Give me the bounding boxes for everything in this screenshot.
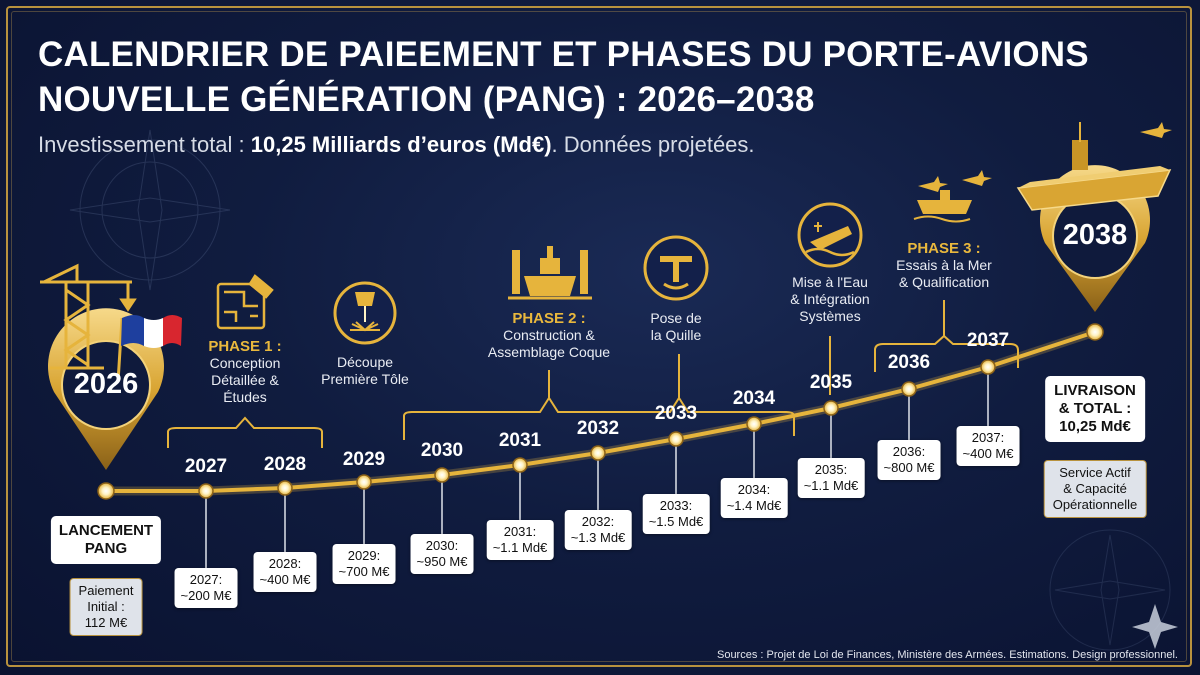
service-note: Service Actif & Capacité Opérationnelle bbox=[1043, 460, 1147, 518]
milestone-label: Découpe Première Tôle bbox=[321, 354, 409, 388]
phase-1-bracket bbox=[167, 416, 323, 448]
payment-box: 2027: ~200 M€ bbox=[174, 568, 238, 608]
crane-icon bbox=[40, 263, 137, 370]
french-flag-icon bbox=[116, 315, 182, 383]
year-label: 2032 bbox=[576, 418, 620, 439]
subtitle-suffix: . Données projetées. bbox=[551, 132, 755, 157]
launch-label: LANCEMENT PANG bbox=[50, 516, 162, 564]
timeline-dot bbox=[356, 474, 372, 490]
year-label: 2029 bbox=[342, 449, 386, 470]
payment-box: 2036: ~800 M€ bbox=[877, 440, 941, 480]
sources-note: Sources : Projet de Loi de Finances, Min… bbox=[716, 649, 1178, 661]
ship-launch-icon bbox=[797, 202, 863, 268]
year-label: 2033 bbox=[654, 403, 698, 424]
payment-box: 2029: ~700 M€ bbox=[332, 544, 396, 584]
timeline-dot bbox=[198, 483, 214, 499]
payment-box: 2032: ~1.3 Md€ bbox=[564, 510, 632, 550]
laser-cutter-icon bbox=[333, 281, 397, 345]
blueprint-icon bbox=[216, 274, 274, 330]
phase-2-bracket bbox=[403, 396, 795, 440]
timeline-dot bbox=[277, 480, 293, 496]
year-label: 2031 bbox=[498, 430, 542, 451]
subtitle-prefix: Investissement total : bbox=[38, 132, 251, 157]
phase-brackets bbox=[167, 300, 1019, 448]
milestone-text: Pose de la Quille bbox=[650, 310, 702, 343]
timeline-dot bbox=[434, 467, 450, 483]
milestone-text: Construction & Assemblage Coque bbox=[487, 327, 611, 360]
timeline-dot bbox=[980, 359, 996, 375]
milestone-text: Essais à la Mer & Qualification bbox=[896, 257, 992, 290]
timeline-dot bbox=[590, 445, 606, 461]
start-year: 2026 bbox=[73, 368, 139, 400]
milestone-text: Découpe Première Tôle bbox=[321, 354, 409, 387]
payment-box: 2035: ~1.1 Md€ bbox=[797, 458, 865, 498]
year-label: 2027 bbox=[184, 456, 228, 477]
timeline-dot bbox=[97, 482, 115, 500]
payment-box: 2034: ~1.4 Md€ bbox=[720, 478, 788, 518]
milestone-label: PHASE 3 :Essais à la Mer & Qualification bbox=[896, 240, 992, 291]
subtitle: Investissement total : 10,25 Milliards d… bbox=[38, 132, 755, 158]
year-label: 2037 bbox=[966, 330, 1010, 351]
compass-decoration-icon bbox=[1049, 529, 1171, 651]
keel-icon bbox=[643, 235, 709, 301]
sparkle-icon bbox=[1132, 604, 1178, 649]
delivery-total-label: LIVRAISON & TOTAL : 10,25 Md€ bbox=[1045, 376, 1145, 442]
year-label: 2028 bbox=[263, 454, 307, 475]
initial-payment-note: Paiement Initial : 112 M€ bbox=[69, 578, 143, 636]
payment-box: 2033: ~1.5 Md€ bbox=[642, 494, 710, 534]
ship-in-drydock-icon bbox=[508, 246, 592, 300]
phase-title: PHASE 2 : bbox=[512, 310, 586, 327]
phase-title: PHASE 1 : bbox=[208, 338, 282, 355]
milestone-label: Pose de la Quille bbox=[650, 310, 701, 344]
payment-box: 2030: ~950 M€ bbox=[410, 534, 474, 574]
milestone-text: Conception Détaillée & Études bbox=[209, 355, 281, 405]
end-year: 2038 bbox=[1062, 219, 1128, 251]
milestone-text: Mise à l'Eau & Intégration Systèmes bbox=[790, 274, 870, 324]
title-line-1: CALENDRIER DE PAIEEMENT ET PHASES DU POR… bbox=[38, 35, 1089, 74]
subtitle-total: 10,25 Milliards d’euros (Md€) bbox=[250, 132, 552, 157]
compass-decoration-icon bbox=[69, 129, 231, 291]
timeline-dot bbox=[668, 431, 684, 447]
timeline-dot bbox=[901, 381, 917, 397]
milestone-label: PHASE 2 :Construction & Assemblage Coque bbox=[488, 310, 610, 361]
aircraft-carrier-icon bbox=[1016, 122, 1172, 211]
year-label: 2035 bbox=[809, 372, 853, 393]
timeline-dot bbox=[823, 400, 839, 416]
timeline-dot bbox=[1086, 323, 1104, 341]
timeline-dot bbox=[746, 416, 762, 432]
payment-box: 2028: ~400 M€ bbox=[253, 552, 317, 592]
year-label: 2036 bbox=[887, 352, 931, 373]
payment-box: 2037: ~400 M€ bbox=[956, 426, 1020, 466]
payment-box: 2031: ~1.1 Md€ bbox=[486, 520, 554, 560]
phase-title: PHASE 3 : bbox=[907, 240, 981, 257]
carrier-with-jets-icon bbox=[913, 170, 992, 223]
timeline-dot bbox=[512, 457, 528, 473]
year-label: 2034 bbox=[732, 388, 776, 409]
milestone-label: Mise à l'Eau & Intégration Systèmes bbox=[790, 274, 869, 325]
timeline-layer bbox=[97, 323, 1104, 568]
page-title: CALENDRIER DE PAIEEMENT ET PHASES DU POR… bbox=[38, 32, 1089, 122]
year-label: 2030 bbox=[420, 440, 464, 461]
title-line-2: NOUVELLE GÉNÉRATION (PANG) : 2026–2038 bbox=[38, 80, 815, 119]
milestone-label: PHASE 1 :Conception Détaillée & Études bbox=[208, 338, 281, 406]
